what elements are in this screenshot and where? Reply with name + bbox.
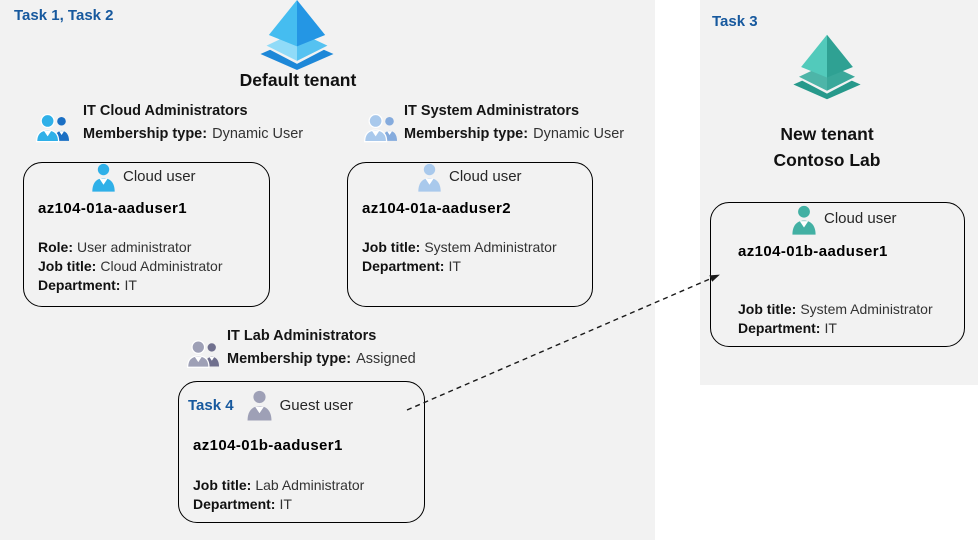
- new-tenant-name-line2: Contoso Lab: [773, 150, 881, 170]
- new-tenant-name-line1: New tenant: [780, 124, 874, 144]
- field-department: Department:IT: [362, 258, 461, 274]
- default-tenant-name: Default tenant: [239, 70, 357, 90]
- new-tenant-azure-ad-icon: [792, 34, 862, 100]
- default-tenant-panel: [0, 0, 655, 540]
- field-department: Department:IT: [38, 277, 137, 293]
- group-it-cloud-admins-membership: Membership type:Dynamic User: [83, 126, 303, 142]
- username: az104-01a-aaduser2: [362, 200, 511, 217]
- group-it-system-admins-name: IT System Administrators: [404, 103, 580, 119]
- field-job-title: Job title:Cloud Administrator: [38, 258, 223, 274]
- guest-user-card: [178, 381, 425, 523]
- new-tenant-user-card-header: Cloud user: [791, 205, 897, 235]
- cloud-user-icon: [417, 163, 442, 192]
- group-it-lab-admins-icon: [187, 338, 220, 369]
- membership-type-label: Membership type:: [404, 126, 529, 142]
- field-job-title: Job title:System Administrator: [738, 301, 933, 317]
- field-department: Department:IT: [193, 496, 292, 512]
- guest-user-card-header: Task 4 Guest user: [188, 390, 353, 421]
- user-type-label: Cloud user: [449, 168, 522, 185]
- task-4-label: Task 4: [188, 397, 234, 414]
- cloud-user-icon: [91, 163, 116, 192]
- field-role: Role:User administrator: [38, 239, 192, 255]
- user-fields: Job title:System Administrator Departmen…: [738, 300, 933, 338]
- user-type-label: Cloud user: [123, 168, 196, 185]
- group-it-lab-admins-membership: Membership type:Assigned: [227, 351, 416, 367]
- field-job-title: Job title:System Administrator: [362, 239, 557, 255]
- task-1-2-label: Task 1, Task 2: [14, 7, 114, 24]
- task-3-label: Task 3: [712, 13, 758, 30]
- guest-user-icon: [246, 390, 273, 421]
- group-it-cloud-admins-name: IT Cloud Administrators: [83, 103, 248, 119]
- field-job-title: Job title:Lab Administrator: [193, 477, 365, 493]
- membership-type-value: Dynamic User: [533, 126, 625, 142]
- group-it-system-admins-membership: Membership type:Dynamic User: [404, 126, 624, 142]
- username: az104-01b-aaduser1: [738, 243, 888, 260]
- cloud-user-icon: [791, 205, 817, 235]
- username: az104-01b-aaduser1: [193, 437, 343, 454]
- user-fields: Job title:Lab Administrator Department:I…: [193, 476, 364, 514]
- field-department: Department:IT: [738, 320, 837, 336]
- username: az104-01a-aaduser1: [38, 200, 187, 217]
- user-fields: Job title:System Administrator Departmen…: [362, 238, 557, 276]
- group-it-cloud-admins-icon: [36, 112, 70, 143]
- membership-type-label: Membership type:: [227, 351, 352, 367]
- user-card-aaduser2-header: Cloud user: [417, 163, 522, 192]
- group-it-system-admins-icon: [364, 112, 398, 143]
- membership-type-value: Dynamic User: [212, 126, 304, 142]
- membership-type-value: Assigned: [356, 351, 416, 367]
- user-card-aaduser1: [23, 162, 270, 307]
- user-type-label: Cloud user: [824, 210, 897, 227]
- user-fields: Role:User administrator Job title:Cloud …: [38, 238, 223, 295]
- group-it-lab-admins-name: IT Lab Administrators: [227, 328, 377, 344]
- default-tenant-azure-ad-icon: [257, 0, 337, 70]
- user-card-aaduser1-header: Cloud user: [91, 163, 196, 192]
- membership-type-label: Membership type:: [83, 126, 208, 142]
- user-type-label: Guest user: [279, 397, 353, 414]
